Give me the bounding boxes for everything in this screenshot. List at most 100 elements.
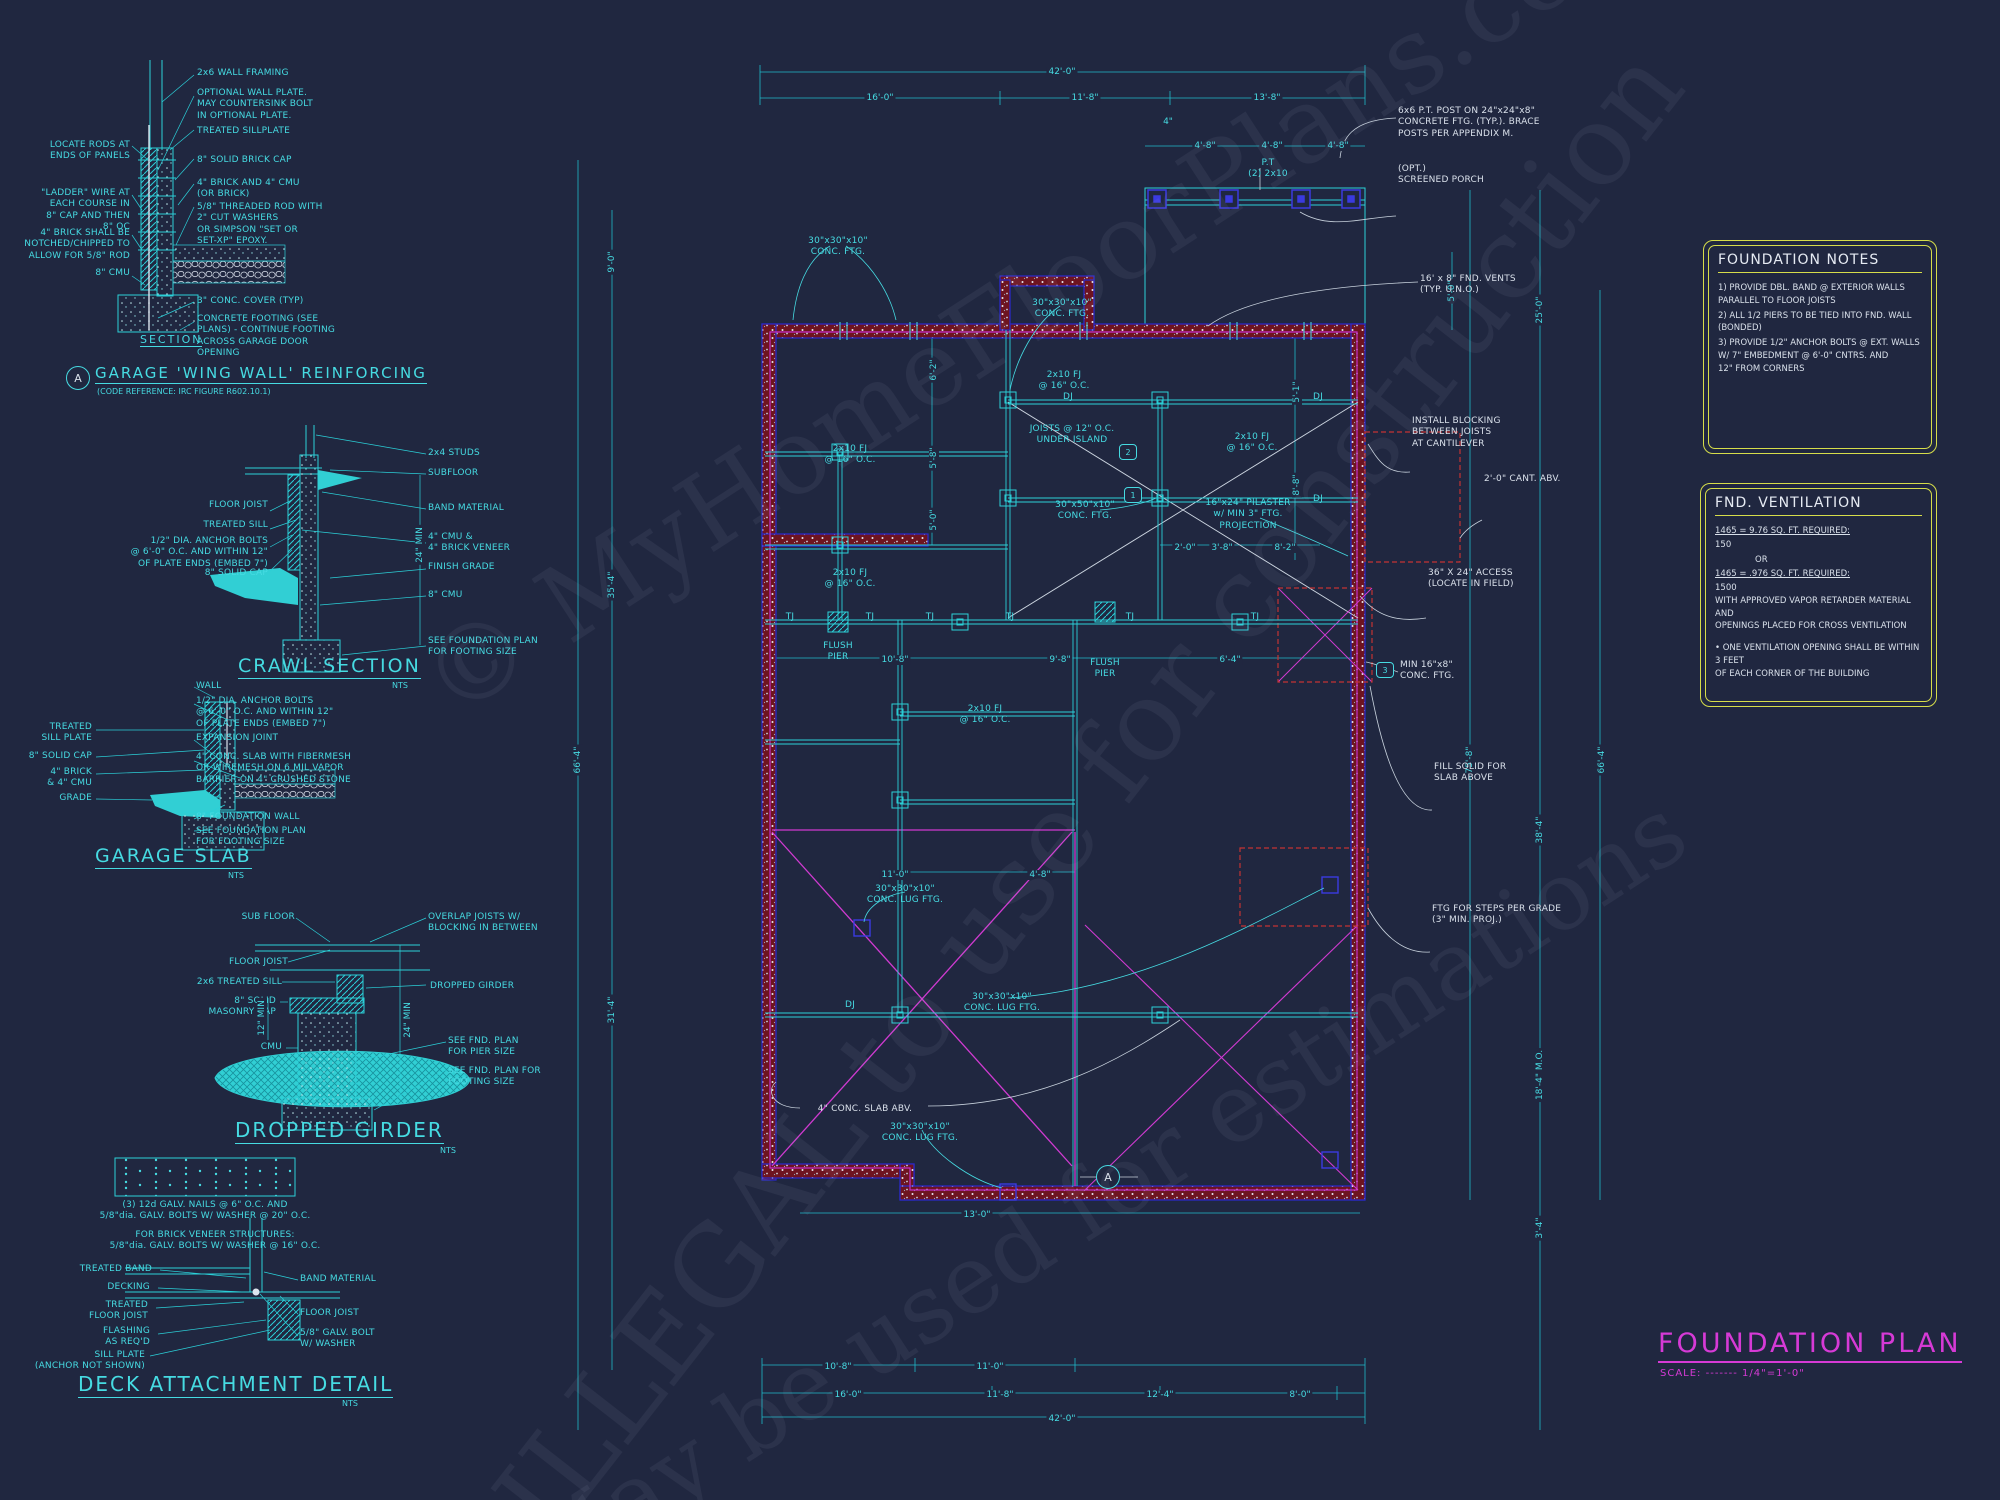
dim-top-13-8: 13'-8" bbox=[1251, 93, 1283, 103]
crawl-label-solid-cap: 8" SOLID CAP bbox=[204, 568, 268, 578]
annotation-lug-ftg-3: 30"x30"x10" CONC. LUG FTG. bbox=[881, 1122, 959, 1144]
dim-porch-4: 4" bbox=[1161, 117, 1175, 127]
annotation-screened-porch: (OPT.) SCREENED PORCH bbox=[1398, 164, 1485, 186]
crawl-label-anchor-bolts: 1/2" DIA. ANCHOR BOLTS @ 6'-0" O.C. AND … bbox=[130, 536, 268, 569]
annotation-conc-ftg-3050: 30"x50"x10" CONC. FTG. bbox=[1055, 500, 1115, 522]
wing-wall-label-8-cmu: 8" CMU bbox=[95, 268, 130, 278]
annotation-joists-island: JOISTS @ 12" O.C. UNDER ISLAND bbox=[1029, 424, 1115, 446]
deck-label-decking: DECKING bbox=[107, 1282, 150, 1292]
dim-bot-10-8: 10'-8" bbox=[822, 1362, 854, 1372]
foundation-note-2: 2) ALL 1/2 PIERS TO BE TIED INTO FND. WA… bbox=[1718, 310, 1912, 334]
detail-linework bbox=[95, 60, 471, 1357]
wing-wall-label-conc-cover: 3" CONC. COVER (TYP) bbox=[197, 296, 304, 306]
slab-label-brick-cmu: 4" BRICK & 4" CMU bbox=[47, 767, 92, 789]
wing-wall-label-framing: 2x6 WALL FRAMING bbox=[197, 68, 289, 78]
plan-section-marker-a: A bbox=[1096, 1165, 1120, 1189]
dim-bot-11-8: 11'-8" bbox=[984, 1390, 1016, 1400]
dim-int-5-8: 5'-8" bbox=[929, 445, 939, 471]
crawl-label-band: BAND MATERIAL bbox=[428, 503, 504, 513]
vent-formula-2-bottom: 1500 bbox=[1715, 583, 1737, 593]
girder-label-pier-size: SEE FND. PLAN FOR PIER SIZE bbox=[448, 1036, 519, 1058]
dim-right-66-4: 66'-4" bbox=[1597, 744, 1607, 776]
dim-int-5-0: 5'-0" bbox=[929, 507, 939, 533]
deck-note-brick-veneer: FOR BRICK VENEER STRUCTURES: 5/8"dia. GA… bbox=[109, 1230, 321, 1252]
foundation-notes-title: FOUNDATION NOTES bbox=[1718, 252, 1922, 273]
dim-int-6-4: 6'-4" bbox=[1217, 655, 1243, 665]
dim-int-11-0: 11'-0" bbox=[879, 870, 911, 880]
annotation-conc-slab-above: 4" CONC. SLAB ABV. bbox=[817, 1104, 913, 1114]
vent-formula-2-top: 1465 = .976 SQ. FT. REQUIRED: bbox=[1715, 569, 1850, 580]
dim-porch-4-8b: 4'-8" bbox=[1259, 141, 1285, 151]
foundation-note-3: 3) PROVIDE 1/2" ANCHOR BOLTS @ EXT. WALL… bbox=[1718, 338, 1920, 374]
sheet-scale: SCALE: ------- 1/4"=1'-0" bbox=[1660, 1368, 1805, 1379]
deck-title: DECK ATTACHMENT DETAIL bbox=[78, 1372, 394, 1398]
annotation-lug-ftg-1: 30"x30"x10" CONC. LUG FTG. bbox=[866, 884, 944, 906]
slab-label-anchor-bolts: 1/2" DIA. ANCHOR BOLTS @ 6'-0" O.C. AND … bbox=[196, 696, 334, 729]
foundation-notes-box: FOUNDATION NOTES 1) PROVIDE DBL. BAND @ … bbox=[1703, 240, 1937, 454]
crawl-dim-24min: 24" MIN bbox=[415, 525, 425, 565]
fnd-ventilation-box: FND. VENTILATION 1465 = 9.76 SQ. FT. REQ… bbox=[1700, 483, 1937, 707]
tj-label-4: TJ bbox=[1005, 612, 1015, 622]
girder-label-overlap: OVERLAP JOISTS W/ BLOCKING IN BETWEEN bbox=[428, 912, 538, 934]
wing-wall-label-threaded-rod: 5/8" THREADED ROD WITH 2" CUT WASHERS OR… bbox=[197, 202, 323, 246]
deck-label-galv-bolt: 5/8" GALV. BOLT W/ WASHER bbox=[300, 1328, 375, 1350]
girder-dim-24min: 24" MIN bbox=[403, 1000, 413, 1040]
dim-left-35-4: 35'-4" bbox=[607, 569, 617, 601]
slab-label-see-plan: SEE FOUNDATION PLAN FOR FOOTING SIZE bbox=[196, 826, 306, 848]
dim-left-31-4: 31'-4" bbox=[607, 994, 617, 1026]
wing-wall-section-label: SECTION bbox=[140, 333, 203, 347]
flush-pier-label-1: FLUSH PIER bbox=[823, 641, 853, 663]
tj-label-5: TJ bbox=[1125, 612, 1135, 622]
wing-wall-label-brick-cap: 8" SOLID BRICK CAP bbox=[197, 155, 292, 165]
crawl-label-finish-grade: FINISH GRADE bbox=[428, 562, 495, 572]
joist-label-3: 2x10 FJ @ 16" O.C. bbox=[1226, 432, 1278, 454]
dim-porch-4-8c: 4'-8" bbox=[1325, 141, 1351, 151]
wing-wall-label-locate-rods: LOCATE RODS AT ENDS OF PANELS bbox=[49, 140, 130, 162]
slab-label-sill-plate: TREATED SILL PLATE bbox=[41, 722, 92, 744]
dim-right-3-4: 3'-4" bbox=[1535, 1215, 1545, 1241]
annotation-fill-solid: FILL SOLID FOR SLAB ABOVE bbox=[1434, 762, 1507, 784]
deck-label-treated-joist: TREATED FLOOR JOIST bbox=[89, 1300, 148, 1322]
dim-left-9-0: 9'-0" bbox=[607, 249, 617, 275]
dim-right-18-4: 18'-4" M.O. bbox=[1535, 1047, 1545, 1103]
slab-label-wall: WALL bbox=[196, 681, 222, 691]
deck-label-band-material: BAND MATERIAL bbox=[300, 1274, 376, 1284]
annotation-steps-footing: FTG FOR STEPS PER GRADE (3" MIN. PROJ.) bbox=[1432, 904, 1562, 926]
vent-paragraph: WITH APPROVED VAPOR RETARDER MATERIAL AN… bbox=[1715, 595, 1911, 632]
annotation-conc-ftg-b: 30"x30"x10" CONC. FTG. bbox=[1032, 298, 1092, 320]
girder-label-dropped: DROPPED GIRDER bbox=[430, 981, 515, 991]
wing-wall-label-brick-cmu: 4" BRICK AND 4" CMU (OR BRICK) bbox=[197, 178, 300, 200]
wing-wall-code-ref: (CODE REFERENCE: IRC FIGURE R602.10.1) bbox=[97, 387, 271, 396]
joist-label-2: 2x10 FJ @ 16" O.C. bbox=[1038, 370, 1090, 392]
annotation-fnd-vents: 16' x 8" FND. VENTS (TYP. U.N.O.) bbox=[1420, 274, 1516, 296]
annotation-pt-post: 6x6 P.T. POST ON 24"x24"x8" CONCRETE FTG… bbox=[1398, 106, 1540, 139]
annotation-access: 36" X 24" ACCESS (LOCATE IN FIELD) bbox=[1428, 568, 1514, 590]
dim-int-9-8: 9'-8" bbox=[1047, 655, 1073, 665]
wing-wall-title: GARAGE 'WING WALL' REINFORCING bbox=[95, 364, 427, 384]
dim-top-16-0: 16'-0" bbox=[864, 93, 896, 103]
dj-label-3: DJ bbox=[1313, 494, 1323, 504]
vent-formula-1-bottom: 150 bbox=[1715, 539, 1732, 550]
dim-porch-4-8a: 4'-8" bbox=[1192, 141, 1218, 151]
deck-nts: NTS bbox=[342, 1399, 358, 1408]
dim-bot-16-0: 16'-0" bbox=[832, 1390, 864, 1400]
girder-dim-12min: 12" MIN bbox=[257, 998, 267, 1038]
dj-label-2: DJ bbox=[1313, 392, 1323, 402]
deck-label-sill-plate: SILL PLATE (ANCHOR NOT SHOWN) bbox=[34, 1350, 145, 1372]
dim-int-3-8: 3'-8" bbox=[1209, 543, 1235, 553]
crawl-title: CRAWL SECTION bbox=[238, 655, 421, 679]
dim-int-4-8: 4'-8" bbox=[1027, 870, 1053, 880]
dim-bot-8-0: 8'-0" bbox=[1287, 1390, 1313, 1400]
keynote-hex-3: 3 bbox=[1376, 662, 1394, 678]
wing-wall-label-sillplate: TREATED SILLPLATE bbox=[197, 126, 290, 136]
dim-top-overall: 42'-0" bbox=[1046, 67, 1078, 77]
wing-wall-label-optional-plate: OPTIONAL WALL PLATE. MAY COUNTERSINK BOL… bbox=[197, 88, 313, 121]
annotation-install-blocking: INSTALL BLOCKING BETWEEN JOISTS AT CANTI… bbox=[1412, 416, 1501, 449]
dim-top-11-8: 11'-8" bbox=[1069, 93, 1101, 103]
flush-pier-label-2: FLUSH PIER bbox=[1090, 658, 1120, 680]
slab-label-fnd-wall: 8" FOUNDATION WALL bbox=[196, 812, 300, 822]
dim-int-6-2: 6'-2" bbox=[929, 357, 939, 383]
dim-bot-11-0: 11'-0" bbox=[974, 1362, 1006, 1372]
keynote-hex-1: 1 bbox=[1124, 487, 1142, 503]
